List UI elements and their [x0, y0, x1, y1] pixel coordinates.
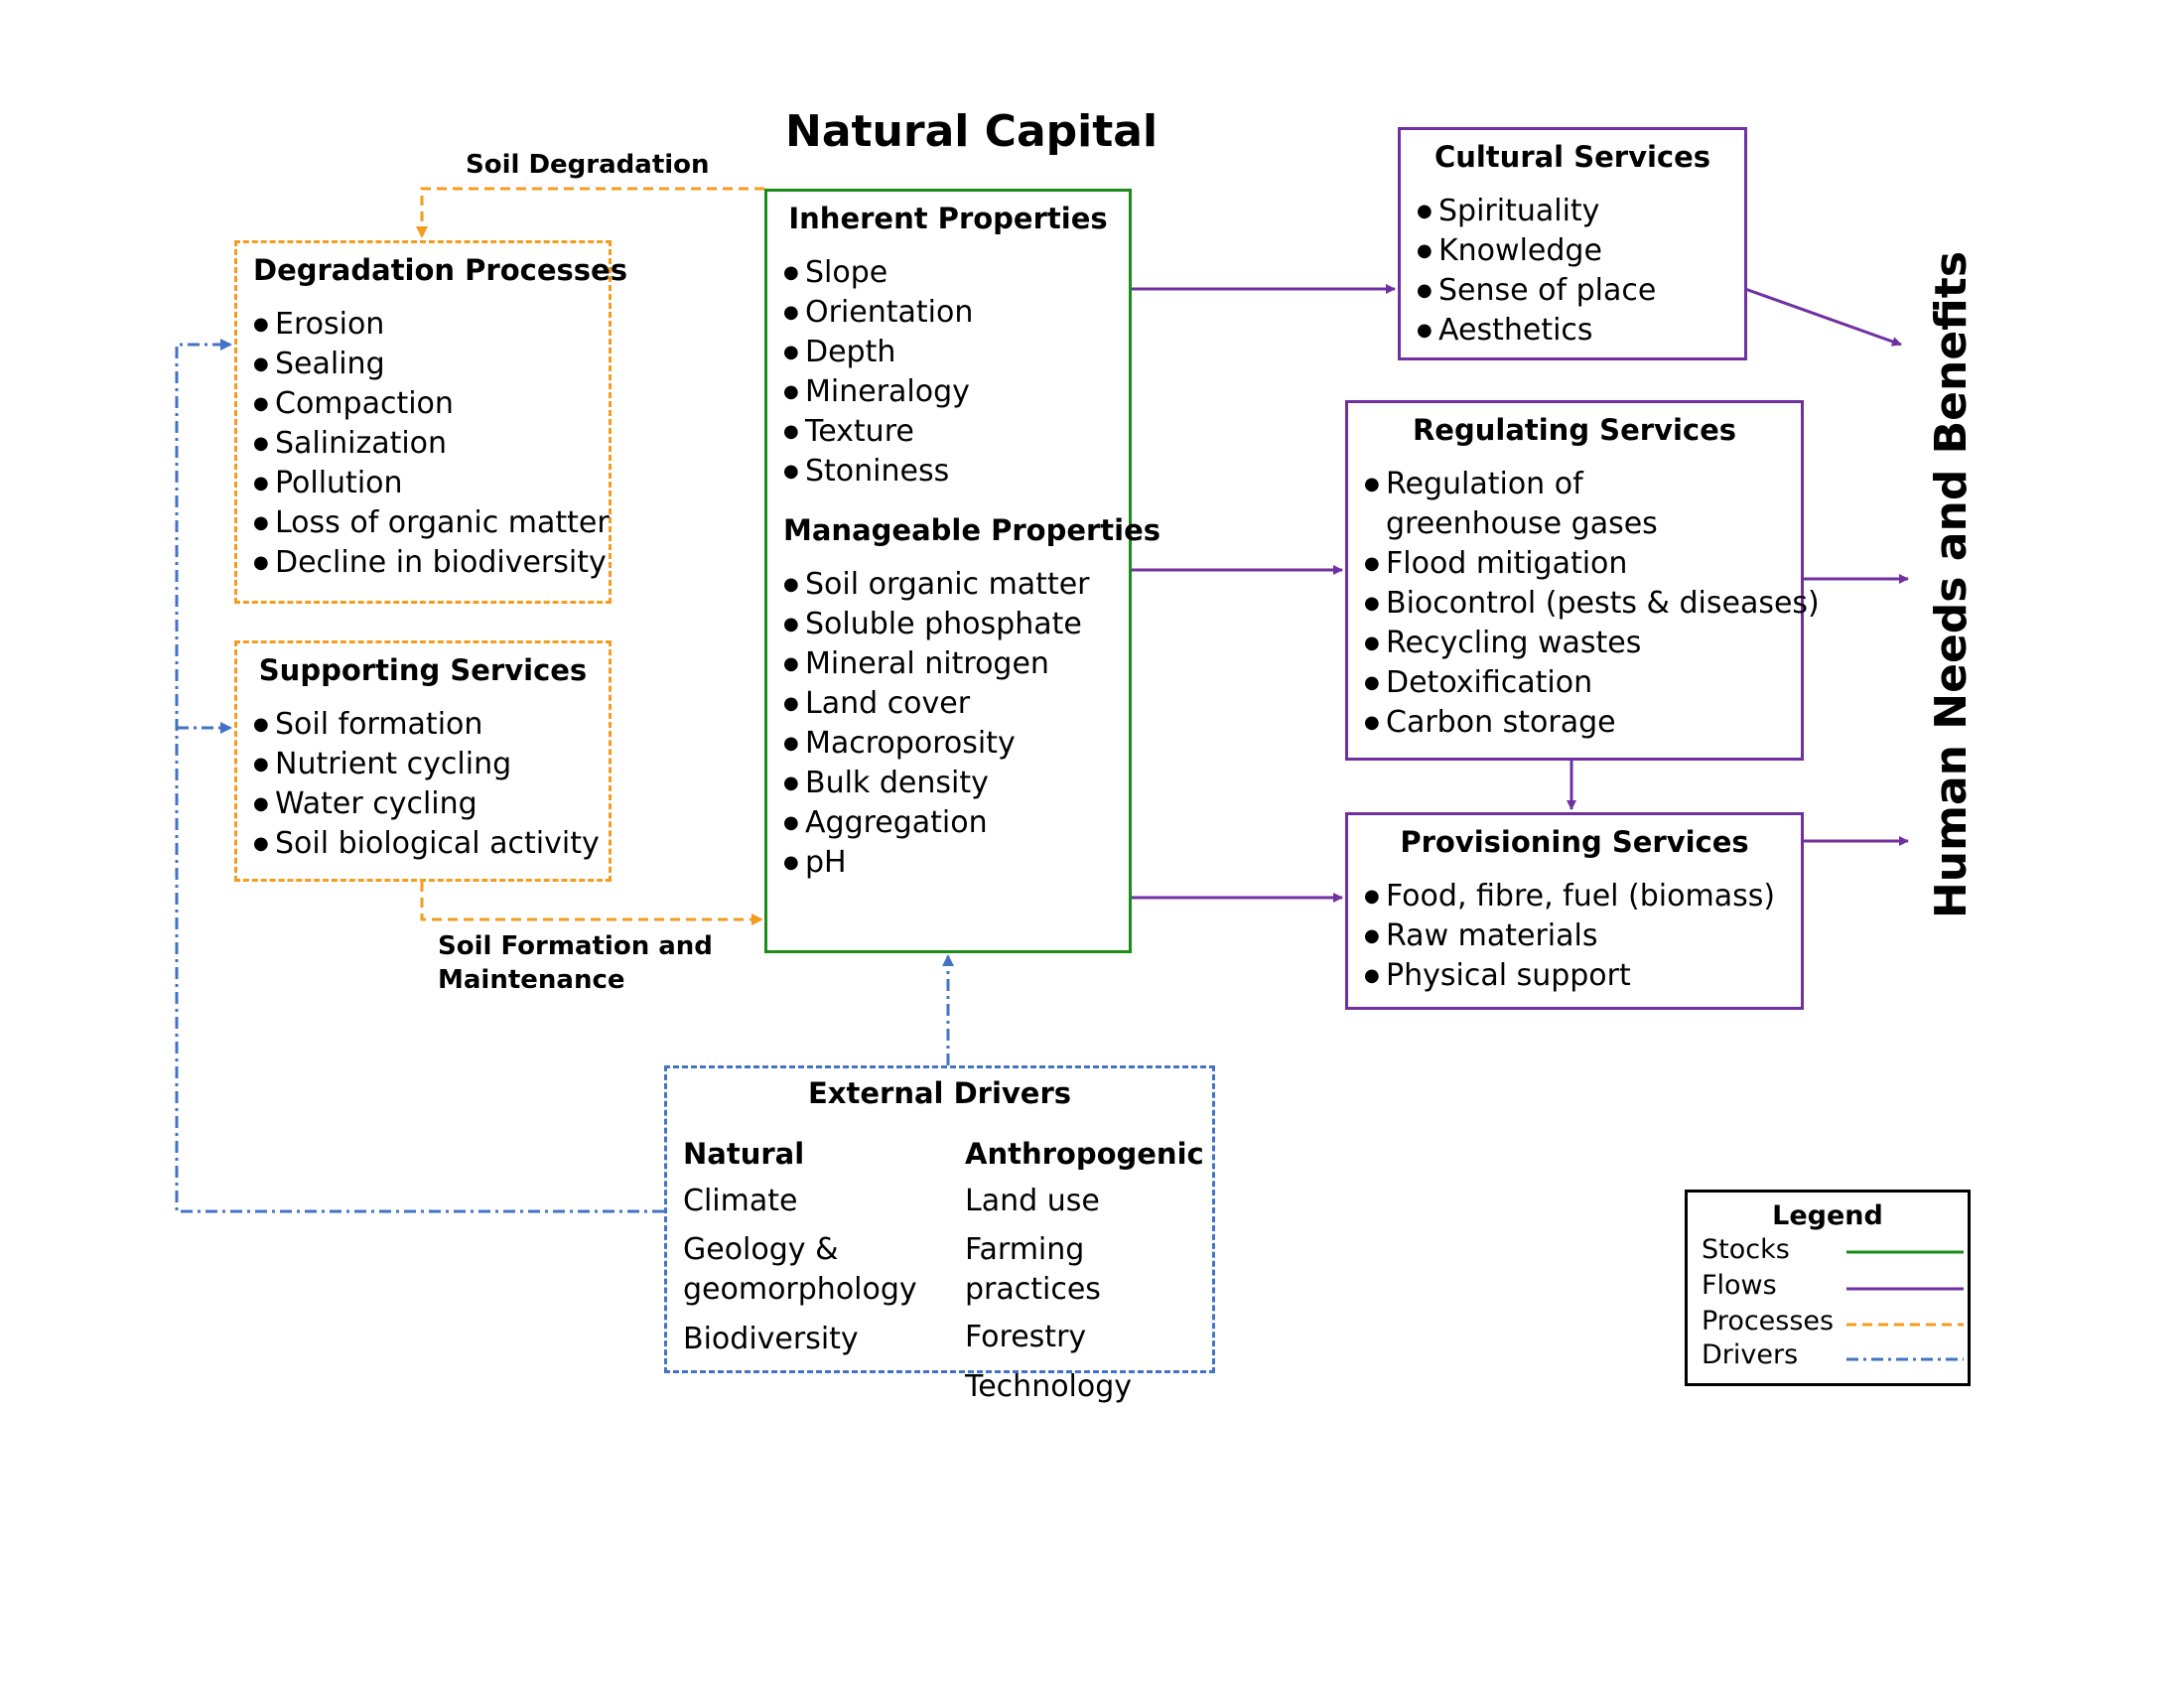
- list-item: Soluble phosphate: [783, 605, 1129, 644]
- list-item: Texture: [783, 412, 1129, 452]
- regulating-services-title: Regulating Services: [1412, 413, 1737, 447]
- legend-label-stocks: Stocks: [1702, 1234, 1790, 1265]
- external-drivers-box: External Drivers Natural Climate Geology…: [664, 1065, 1215, 1404]
- cultural-services-title: Cultural Services: [1433, 140, 1711, 174]
- list-item: Loss of organic matter: [253, 503, 610, 543]
- list-item: Land use: [965, 1184, 1100, 1218]
- natural-drivers-title: Natural: [683, 1137, 805, 1171]
- list-item: Food, fibre, fuel (biomass): [1364, 877, 1801, 916]
- inherent-properties-list: Slope Orientation Depth Mineralogy Textu…: [783, 253, 1129, 492]
- list-item: Detoxification: [1364, 663, 1801, 703]
- list-item: Physical support: [1364, 956, 1801, 996]
- regulating-services-list: Regulation of greenhouse gases Flood mit…: [1364, 465, 1820, 743]
- list-item: Climate: [683, 1184, 798, 1218]
- supporting-services-box: Supporting Services Soil formation Nutri…: [234, 640, 612, 882]
- list-item: Regulation of greenhouse gases: [1364, 465, 1763, 544]
- list-item: Soil biological activity: [253, 824, 609, 864]
- anthropogenic-drivers-column: Anthropogenic Land use Farming practices…: [965, 1134, 1213, 1407]
- soil-formation-label-line2: Maintenance: [438, 965, 625, 995]
- list-item: Compaction: [253, 384, 609, 424]
- list-item: Bulk density: [783, 764, 1129, 803]
- regulating-services-box: Regulating Services Regulation of greenh…: [1345, 400, 1820, 761]
- degradation-processes-box: Degradation Processes Erosion Sealing Co…: [234, 240, 627, 604]
- flow-arrow-cultural-to-benefits: [1744, 287, 1902, 347]
- list-item: Depth: [783, 333, 1129, 372]
- legend-label-flows: Flows: [1702, 1270, 1777, 1301]
- list-item: Forestry: [965, 1320, 1087, 1354]
- list-item: Mineral nitrogen: [783, 644, 1129, 684]
- list-item: Pollution: [253, 464, 609, 503]
- soil-formation-label: Soil Formation and Maintenance: [438, 929, 713, 997]
- list-item: Decline in biodiversity: [253, 543, 609, 583]
- list-item: Sense of place: [1417, 271, 1744, 311]
- cultural-services-box: Cultural Services Spirituality Knowledge…: [1398, 127, 1747, 360]
- manageable-properties-title: Manageable Properties: [783, 513, 1161, 547]
- list-item: Knowledge: [1417, 231, 1744, 271]
- list-item: Nutrient cycling: [253, 745, 609, 784]
- soil-degradation-label: Soil Degradation: [466, 150, 710, 180]
- list-item: Slope: [783, 253, 1129, 293]
- list-item: Raw materials: [1364, 916, 1801, 956]
- page-title: Natural Capital: [785, 106, 1159, 157]
- list-item: Soil organic matter: [783, 565, 1129, 605]
- list-item: Spirituality: [1417, 192, 1744, 231]
- list-item: Macroporosity: [783, 724, 1129, 764]
- list-item: Technology: [965, 1369, 1133, 1404]
- natural-capital-box: Inherent Properties Slope Orientation De…: [764, 189, 1161, 953]
- inherent-properties-title: Inherent Properties: [788, 202, 1108, 235]
- list-item: Aggregation: [783, 803, 1129, 843]
- driver-arrow-left-loop: [175, 339, 664, 1213]
- legend-box: Legend Stocks Flows Processes Drivers: [1685, 1190, 1971, 1386]
- list-item: Recycling wastes: [1364, 624, 1801, 663]
- human-needs-benefits-label: Human Needs and Benefits: [1926, 250, 1977, 919]
- supporting-services-list: Soil formation Nutrient cycling Water cy…: [253, 705, 609, 864]
- list-item: Land cover: [783, 684, 1129, 724]
- cultural-services-list: Spirituality Knowledge Sense of place Ae…: [1417, 192, 1744, 351]
- list-item: Carbon storage: [1364, 703, 1801, 743]
- list-item: Biocontrol (pests & diseases): [1364, 584, 1820, 624]
- list-item: Geology &: [683, 1232, 839, 1267]
- provisioning-services-box: Provisioning Services Food, fibre, fuel …: [1345, 812, 1804, 1010]
- list-item: pH: [783, 843, 1129, 883]
- anthropogenic-drivers-title: Anthropogenic: [965, 1137, 1204, 1171]
- legend-label-drivers: Drivers: [1702, 1339, 1799, 1370]
- list-item: Aesthetics: [1417, 311, 1744, 351]
- legend-title: Legend: [1772, 1200, 1883, 1231]
- provisioning-services-list: Food, fibre, fuel (biomass) Raw material…: [1364, 877, 1801, 996]
- list-item: Erosion: [253, 305, 609, 345]
- natural-drivers-column: Natural Climate Geology & geomorphology …: [683, 1134, 951, 1359]
- manageable-properties-list: Soil organic matter Soluble phosphate Mi…: [783, 565, 1129, 883]
- list-item: Orientation: [783, 293, 1129, 333]
- list-item: Soil formation: [253, 705, 609, 745]
- list-item: Biodiversity: [683, 1322, 859, 1356]
- external-drivers-title: External Drivers: [807, 1076, 1072, 1110]
- list-item: Water cycling: [253, 784, 609, 824]
- provisioning-services-title: Provisioning Services: [1400, 825, 1749, 859]
- degradation-processes-list: Erosion Sealing Compaction Salinization …: [253, 305, 610, 583]
- process-arrow-soil-formation: [420, 882, 763, 925]
- process-arrow-soil-degradation: [416, 187, 764, 238]
- legend-label-processes: Processes: [1702, 1306, 1835, 1336]
- legend-swatches: [1846, 1250, 1964, 1361]
- degradation-processes-title: Degradation Processes: [253, 253, 627, 287]
- list-item: Sealing: [253, 345, 609, 384]
- supporting-services-title: Supporting Services: [258, 653, 588, 687]
- list-item: Stoniness: [783, 452, 1129, 492]
- soil-formation-label-line1: Soil Formation and: [438, 931, 713, 961]
- list-item: Salinization: [253, 424, 609, 464]
- list-item: Mineralogy: [783, 372, 1129, 412]
- list-item: geomorphology: [683, 1272, 917, 1307]
- list-item: Flood mitigation: [1364, 544, 1801, 584]
- list-item: Farming practices: [965, 1232, 1101, 1307]
